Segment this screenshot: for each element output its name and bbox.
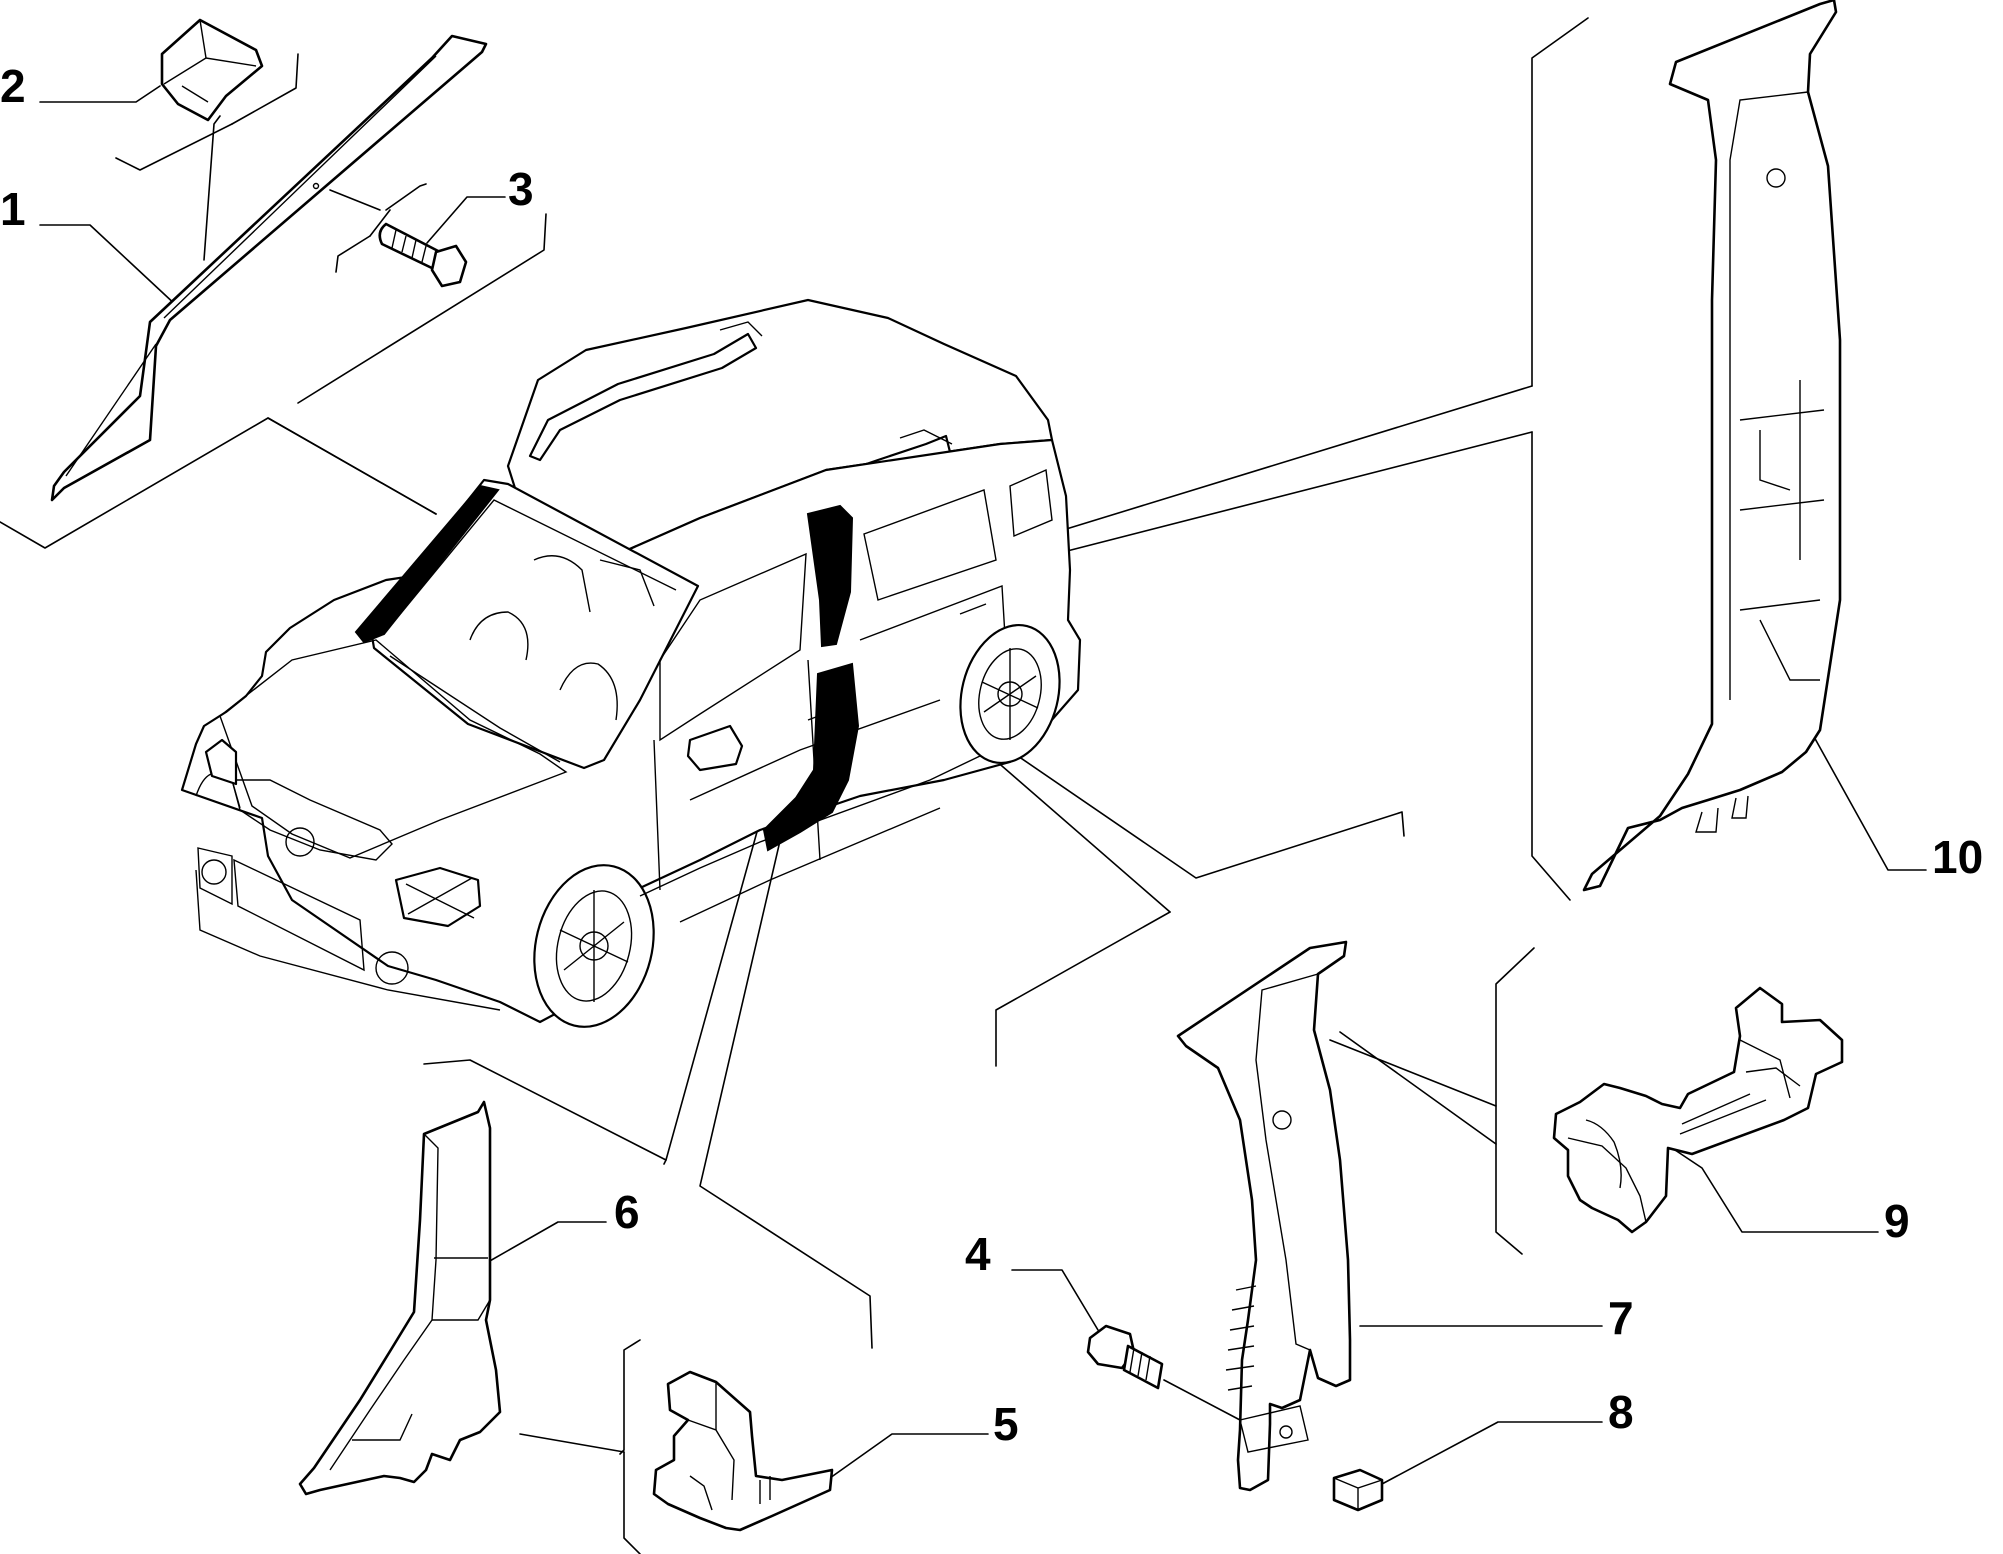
part-9-bracket <box>1552 986 1844 1234</box>
callout-label-9: 9 <box>1884 1195 1910 1247</box>
callout-label-10: 10 <box>1932 831 1983 883</box>
leader-lines <box>39 85 1927 1485</box>
callout-label-7: 7 <box>1608 1292 1634 1344</box>
callout-label-5: 5 <box>993 1398 1019 1450</box>
car-illustration <box>180 298 1082 1028</box>
leader-line-2 <box>39 85 161 103</box>
leader-line-1 <box>39 224 179 308</box>
leader-line-5 <box>829 1433 989 1479</box>
callout-label-4: 4 <box>965 1228 991 1280</box>
part-7-b-pillar-lower-trim <box>1176 940 1352 1492</box>
leader-line-3 <box>426 196 506 244</box>
callout-label-8: 8 <box>1608 1386 1634 1438</box>
callout-label-6: 6 <box>614 1186 640 1238</box>
callout-label-3: 3 <box>508 163 534 215</box>
part-4-bolt <box>1086 1324 1241 1421</box>
part-5-bracket <box>652 1370 834 1532</box>
part-8-clip <box>1332 1468 1384 1512</box>
leader-line-4 <box>1011 1269 1099 1331</box>
callout-label-2: 2 <box>0 60 26 112</box>
part-2-clip <box>160 18 264 122</box>
part-1-a-pillar-trim <box>50 34 488 502</box>
leader-line-10 <box>1807 725 1927 871</box>
part-3-bolt <box>378 222 468 288</box>
explode-lines <box>0 17 1589 1554</box>
part-6-a-pillar-lower-trim <box>298 1100 502 1496</box>
leader-line-6 <box>487 1221 607 1263</box>
leader-line-9 <box>1671 1147 1879 1233</box>
leader-line-8 <box>1381 1421 1603 1485</box>
part-10-b-pillar-upper-trim <box>1582 0 1842 892</box>
callout-label-1: 1 <box>0 183 26 235</box>
